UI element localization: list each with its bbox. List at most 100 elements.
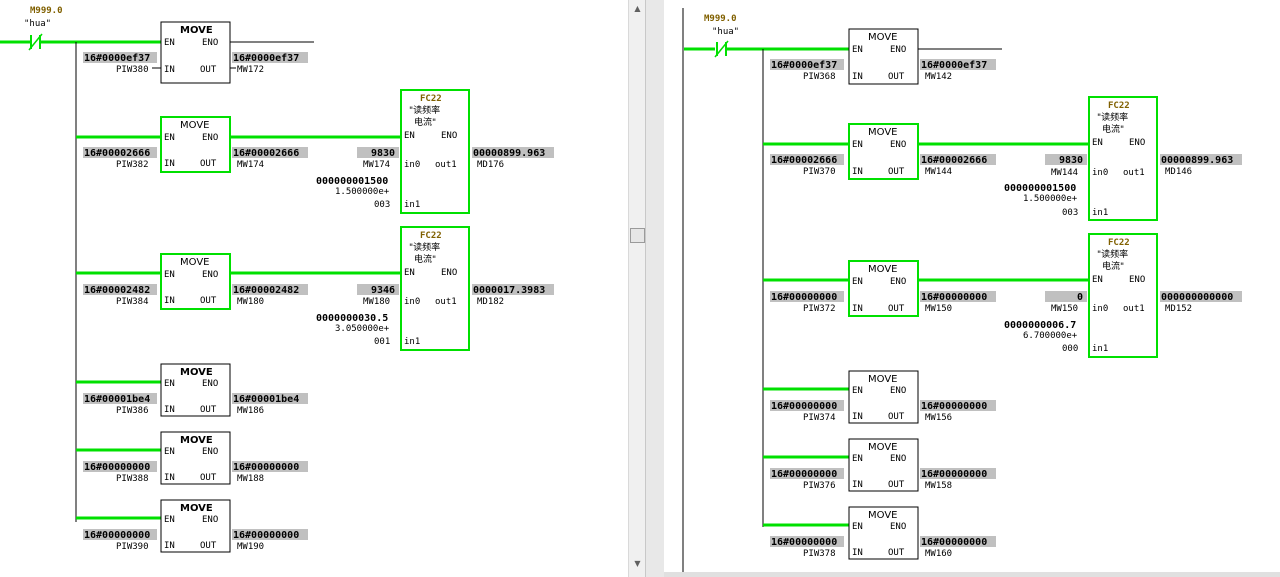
svg-text:16#00002666: 16#00002666 xyxy=(771,155,837,166)
move-block[interactable]: MOVE EN ENO IN OUT xyxy=(848,506,919,560)
svg-text:in0: in0 xyxy=(404,297,420,307)
svg-text:16#00002482: 16#00002482 xyxy=(84,285,150,296)
move-block[interactable]: MOVE EN ENO IN OUT xyxy=(848,260,919,317)
svg-text:ENO: ENO xyxy=(202,270,218,280)
svg-text:MW158: MW158 xyxy=(925,481,952,491)
right-horizontal-scrollbar[interactable] xyxy=(664,572,1280,577)
svg-text:IN: IN xyxy=(164,159,175,169)
svg-text:PIW368: PIW368 xyxy=(803,72,836,82)
svg-text:OUT: OUT xyxy=(888,72,905,82)
svg-text:PIW380: PIW380 xyxy=(116,65,149,75)
svg-text:16#00000000: 16#00000000 xyxy=(771,537,837,548)
svg-text:16#00000000: 16#00000000 xyxy=(921,537,987,548)
svg-text:OUT: OUT xyxy=(200,296,217,306)
svg-text:out1: out1 xyxy=(1123,304,1145,314)
svg-text:EN: EN xyxy=(164,270,175,280)
svg-text:0: 0 xyxy=(1077,292,1083,303)
scroll-thumb[interactable] xyxy=(630,228,645,243)
svg-text:FC22: FC22 xyxy=(420,94,442,104)
svg-text:6.700000e+: 6.700000e+ xyxy=(1023,331,1078,341)
svg-text:16#00000000: 16#00000000 xyxy=(921,292,987,303)
fc22-block[interactable]: FC22 "读频率 电流" EN ENO in0 out1 in1 xyxy=(1088,96,1158,221)
svg-text:in1: in1 xyxy=(1092,208,1108,218)
move-block[interactable]: MOVE EN ENO IN OUT xyxy=(160,116,231,173)
svg-text:电流": 电流" xyxy=(1102,260,1124,272)
svg-text:MOVE: MOVE xyxy=(180,120,209,131)
svg-text:EN: EN xyxy=(852,277,863,287)
svg-text:0000017.3983: 0000017.3983 xyxy=(473,285,545,296)
svg-text:0000000006.7: 0000000006.7 xyxy=(1004,320,1076,331)
svg-text:PIW378: PIW378 xyxy=(803,549,836,559)
svg-text:OUT: OUT xyxy=(888,304,905,314)
svg-text:in0: in0 xyxy=(1092,168,1108,178)
svg-text:MOVE: MOVE xyxy=(868,264,897,275)
svg-text:MD182: MD182 xyxy=(477,297,504,307)
svg-text:MW144: MW144 xyxy=(925,167,952,177)
svg-text:"读频率: "读频率 xyxy=(409,104,440,116)
scroll-down-icon[interactable]: ▼ xyxy=(634,559,641,568)
svg-text:ENO: ENO xyxy=(890,522,906,532)
svg-text:ENO: ENO xyxy=(441,268,457,278)
svg-text:MOVE: MOVE xyxy=(180,257,209,268)
svg-text:16#00002666: 16#00002666 xyxy=(921,155,987,166)
move-block[interactable]: MOVE EN ENO IN OUT xyxy=(848,370,919,424)
svg-text:EN: EN xyxy=(164,379,175,389)
svg-text:ENO: ENO xyxy=(202,447,218,457)
nc-contact-icon[interactable] xyxy=(28,33,43,51)
move-block[interactable]: MOVE EN ENO IN OUT xyxy=(160,363,231,417)
pane-splitter[interactable] xyxy=(645,0,665,577)
move-block[interactable]: MOVE EN ENO IN OUT xyxy=(160,431,231,485)
svg-text:16#00000000: 16#00000000 xyxy=(233,462,299,473)
left-ladder-diagram: M999.0 "hua" MOVE EN ENO IN OUT 16#000 xyxy=(0,6,554,553)
fc22-block[interactable]: FC22 "读频率 电流" EN ENO in0 out1 in1 xyxy=(400,89,470,214)
right-ladder-pane[interactable]: M999.0 "hua" MOVE EN ENO IN OUT 16#0000e… xyxy=(664,0,1280,577)
svg-text:00000899.963: 00000899.963 xyxy=(1161,155,1233,166)
contact-address: M999.0 xyxy=(30,6,63,16)
svg-text:OUT: OUT xyxy=(888,167,905,177)
svg-text:16#00002666: 16#00002666 xyxy=(233,148,299,159)
fc22-block[interactable]: FC22 "读频率 电流" EN ENO in0 out1 in1 xyxy=(1088,233,1158,358)
svg-text:EN: EN xyxy=(404,268,415,278)
svg-text:ENO: ENO xyxy=(441,131,457,141)
svg-text:EN: EN xyxy=(1092,275,1103,285)
svg-text:IN: IN xyxy=(852,72,863,82)
svg-text:MOVE: MOVE xyxy=(868,510,897,521)
svg-text:PIW388: PIW388 xyxy=(116,474,149,484)
svg-text:IN: IN xyxy=(852,412,863,422)
move-block[interactable]: MOVE EN ENO IN OUT xyxy=(160,499,231,553)
svg-text:IN: IN xyxy=(164,65,175,75)
svg-text:000000001500: 000000001500 xyxy=(316,176,388,187)
svg-text:MW180: MW180 xyxy=(237,297,264,307)
svg-text:EN: EN xyxy=(164,38,175,48)
move-block[interactable]: MOVE EN ENO IN OUT xyxy=(848,28,919,85)
svg-text:16#00000000: 16#00000000 xyxy=(84,530,150,541)
svg-text:MW174: MW174 xyxy=(237,160,264,170)
svg-text:ENO: ENO xyxy=(890,386,906,396)
svg-text:PIW374: PIW374 xyxy=(803,413,836,423)
svg-text:电流": 电流" xyxy=(1102,123,1124,135)
svg-text:16#0000ef37: 16#0000ef37 xyxy=(771,60,837,71)
svg-text:16#00000000: 16#00000000 xyxy=(771,401,837,412)
move-block[interactable]: MOVE EN ENO IN OUT xyxy=(848,438,919,492)
move-block[interactable]: MOVE EN ENO IN OUT xyxy=(160,21,231,84)
svg-text:EN: EN xyxy=(852,454,863,464)
scroll-up-icon[interactable]: ▲ xyxy=(634,4,641,13)
svg-text:in1: in1 xyxy=(1092,344,1108,354)
move-block[interactable]: MOVE EN ENO IN OUT xyxy=(160,253,231,310)
svg-text:PIW372: PIW372 xyxy=(803,304,836,314)
left-ladder-pane[interactable]: M999.0 "hua" MOVE EN ENO IN OUT 16#000 xyxy=(0,0,628,577)
svg-text:ENO: ENO xyxy=(202,379,218,389)
svg-text:EN: EN xyxy=(852,522,863,532)
fc22-block[interactable]: FC22 "读频率 电流" EN ENO in0 out1 in1 xyxy=(400,226,470,351)
svg-text:MW190: MW190 xyxy=(237,542,264,552)
svg-text:MOVE: MOVE xyxy=(180,25,213,36)
svg-text:000: 000 xyxy=(1062,344,1078,354)
left-vertical-scrollbar[interactable]: ▲ ▼ xyxy=(628,0,646,577)
svg-text:"读频率: "读频率 xyxy=(409,241,440,253)
svg-text:16#00002482: 16#00002482 xyxy=(233,285,299,296)
svg-text:in1: in1 xyxy=(404,200,420,210)
svg-text:16#00000000: 16#00000000 xyxy=(771,292,837,303)
nc-contact-icon[interactable] xyxy=(714,40,729,58)
svg-text:MW172: MW172 xyxy=(237,65,264,75)
move-block[interactable]: MOVE EN ENO IN OUT xyxy=(848,123,919,180)
